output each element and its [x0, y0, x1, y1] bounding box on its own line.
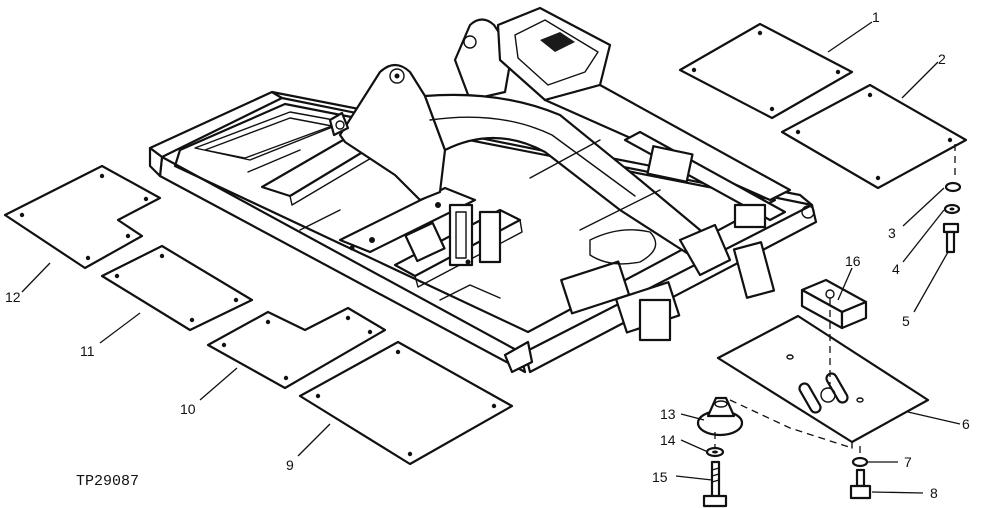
figure-id-label: TP29087	[76, 473, 139, 490]
floor-plate-10	[206, 306, 387, 390]
bolt-8	[849, 468, 872, 500]
main-frame	[148, 6, 818, 374]
floor-plate-12	[3, 164, 162, 270]
callout-16: 16	[845, 253, 861, 269]
callout-9: 9	[286, 457, 294, 473]
callout-1: 1	[872, 9, 880, 25]
bracket-16	[800, 278, 868, 384]
cab-plate-6	[716, 314, 930, 449]
hardware-stack-3-5	[942, 144, 962, 254]
washer-7	[851, 446, 869, 468]
floor-plate-9	[298, 340, 514, 466]
callout-7: 7	[904, 454, 912, 470]
callout-12: 12	[5, 289, 21, 305]
callout-3: 3	[888, 225, 896, 241]
callout-11: 11	[80, 343, 95, 359]
callout-4: 4	[892, 261, 900, 277]
floor-plate-2	[780, 83, 968, 190]
callout-14: 14	[660, 432, 676, 448]
bolt-15	[702, 460, 728, 508]
callout-2: 2	[938, 51, 946, 67]
callout-5: 5	[902, 313, 910, 329]
callout-15: 15	[652, 469, 668, 485]
isolator-mount-13	[696, 396, 853, 449]
floor-plate-11	[100, 244, 254, 332]
floor-plate-1	[678, 22, 854, 120]
callout-13: 13	[660, 406, 676, 422]
callout-6: 6	[962, 416, 970, 432]
callout-10: 10	[180, 401, 196, 417]
callout-8: 8	[930, 485, 938, 501]
callout-numbers: 1 2 3 4 5 6 7 8 9 10 11 12 13 14 15 16	[5, 9, 970, 501]
leader-lines	[21, 21, 961, 494]
